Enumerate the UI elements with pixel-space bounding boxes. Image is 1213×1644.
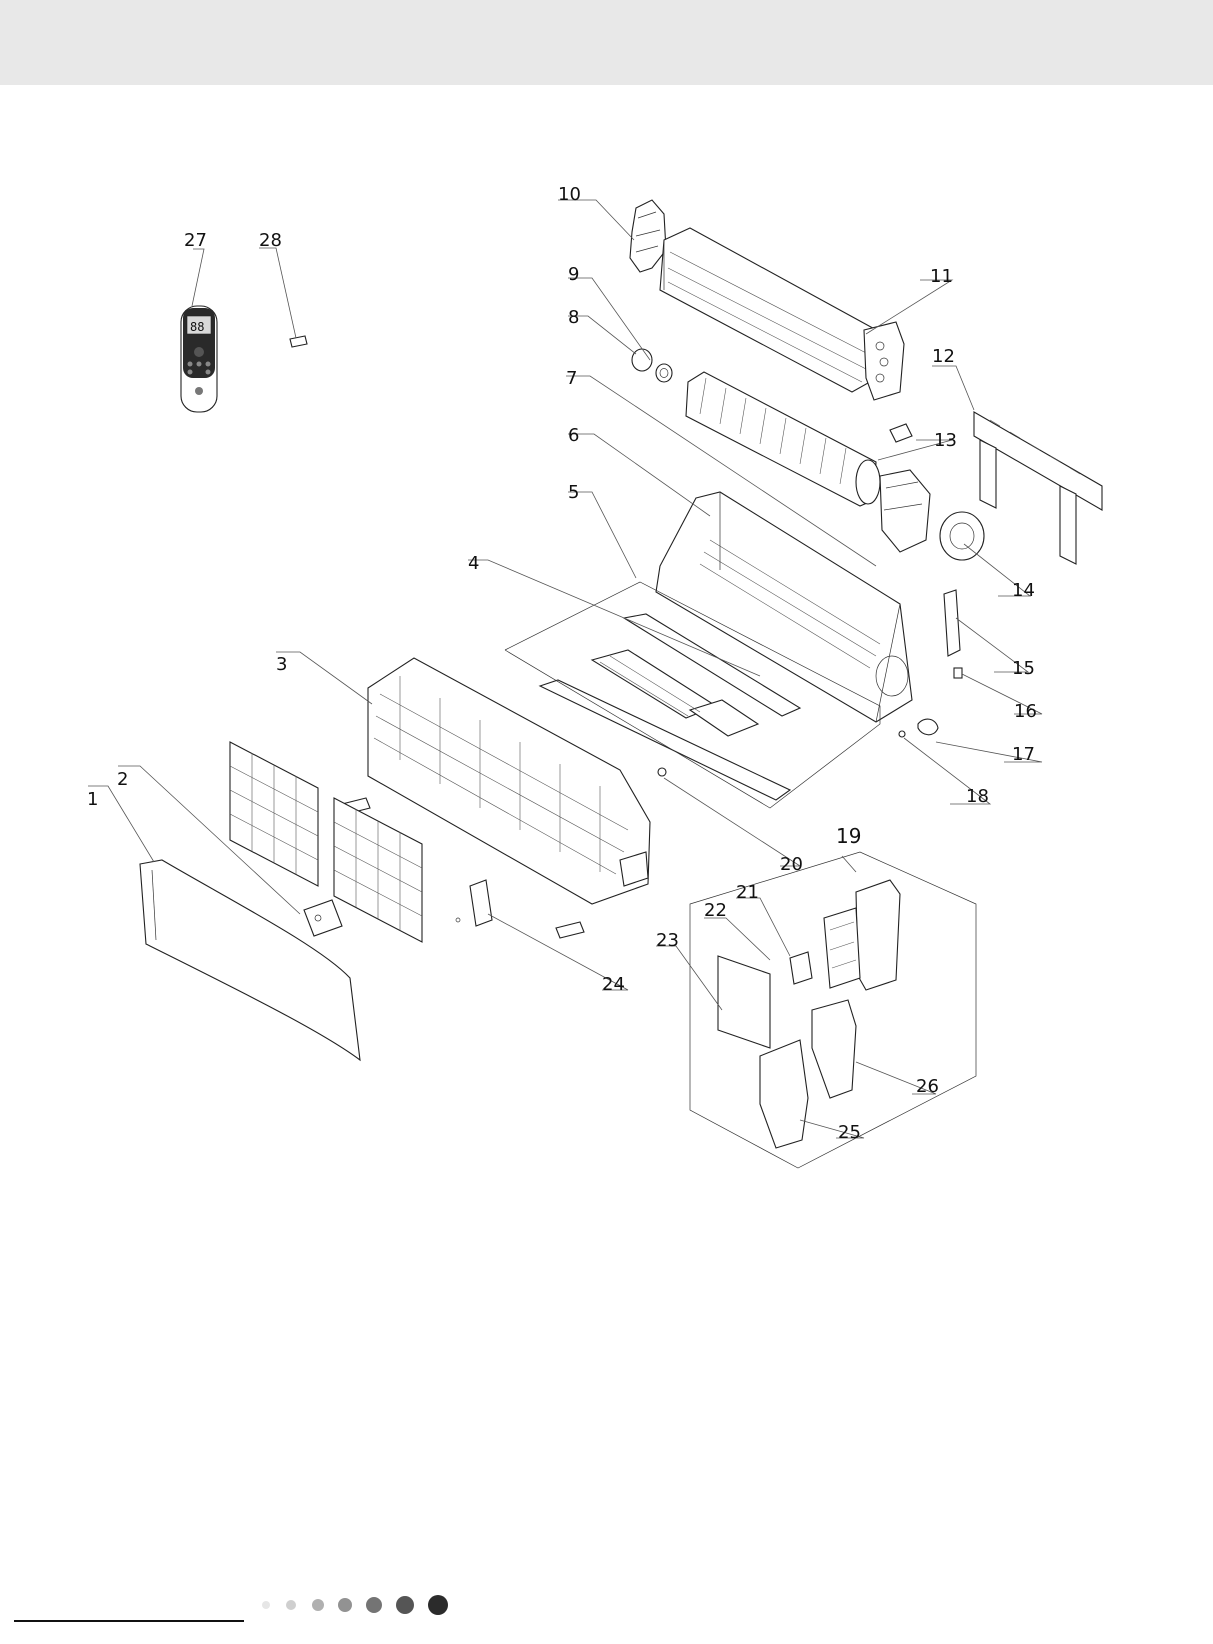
callout-16: 16 bbox=[1014, 701, 1037, 722]
callout-22: 22 bbox=[704, 900, 727, 921]
bearing-holder bbox=[632, 349, 672, 382]
callout-3: 3 bbox=[276, 654, 287, 675]
right-small-parts bbox=[899, 590, 962, 737]
callout-14: 14 bbox=[1012, 580, 1035, 601]
callout-10: 10 bbox=[558, 184, 581, 205]
left-bracket bbox=[630, 200, 666, 272]
callout-4: 4 bbox=[468, 553, 479, 574]
callout-27: 27 bbox=[184, 230, 207, 251]
callout-12: 12 bbox=[932, 346, 955, 367]
callout-6: 6 bbox=[568, 425, 579, 446]
callout-5: 5 bbox=[568, 482, 579, 503]
air-filter-right bbox=[334, 798, 422, 942]
evaporator-side-plate bbox=[864, 322, 904, 400]
callout-1: 1 bbox=[87, 789, 98, 810]
callout-25: 25 bbox=[838, 1122, 861, 1143]
main-board bbox=[718, 956, 770, 1048]
footer-dot bbox=[262, 1601, 270, 1609]
footer-dot bbox=[366, 1597, 382, 1613]
footer-dot bbox=[286, 1600, 296, 1610]
callout-17: 17 bbox=[1012, 744, 1035, 765]
callout-21: 21 bbox=[736, 882, 759, 903]
air-filter-left bbox=[230, 742, 318, 886]
footer-dot bbox=[428, 1595, 448, 1615]
callout-13: 13 bbox=[934, 430, 957, 451]
callout-24: 24 bbox=[602, 974, 625, 995]
electric-box bbox=[790, 880, 900, 990]
callout-7: 7 bbox=[566, 368, 577, 389]
callout-9: 9 bbox=[568, 264, 579, 285]
footer-dot bbox=[338, 1598, 352, 1612]
display-board bbox=[304, 900, 342, 936]
cover-plate bbox=[456, 880, 492, 926]
callout-11: 11 bbox=[930, 266, 953, 287]
callout-20: 20 bbox=[780, 854, 803, 875]
callout-15: 15 bbox=[1012, 658, 1035, 679]
footer-dots bbox=[262, 1590, 482, 1620]
callout-8: 8 bbox=[568, 307, 579, 328]
callout-28: 28 bbox=[259, 230, 282, 251]
motor-press-plate bbox=[880, 424, 930, 552]
callout-26: 26 bbox=[916, 1076, 939, 1097]
evaporator bbox=[660, 228, 884, 392]
cross-flow-fan bbox=[686, 372, 880, 506]
battery-cover bbox=[290, 336, 307, 347]
front-panel bbox=[140, 860, 360, 1060]
callout-18: 18 bbox=[966, 786, 989, 807]
wall-mounting-frame bbox=[974, 412, 1102, 564]
footer-rule bbox=[14, 1620, 244, 1622]
remote-controller: 88 bbox=[181, 306, 217, 412]
callout-2: 2 bbox=[117, 769, 128, 790]
fan-motor bbox=[940, 512, 984, 560]
callout-19: 19 bbox=[836, 824, 861, 848]
callout-23: 23 bbox=[656, 930, 679, 951]
footer-dot bbox=[312, 1599, 324, 1611]
remote-display-text: 88 bbox=[190, 320, 204, 334]
chassis bbox=[656, 492, 912, 722]
footer-dot bbox=[396, 1596, 414, 1614]
